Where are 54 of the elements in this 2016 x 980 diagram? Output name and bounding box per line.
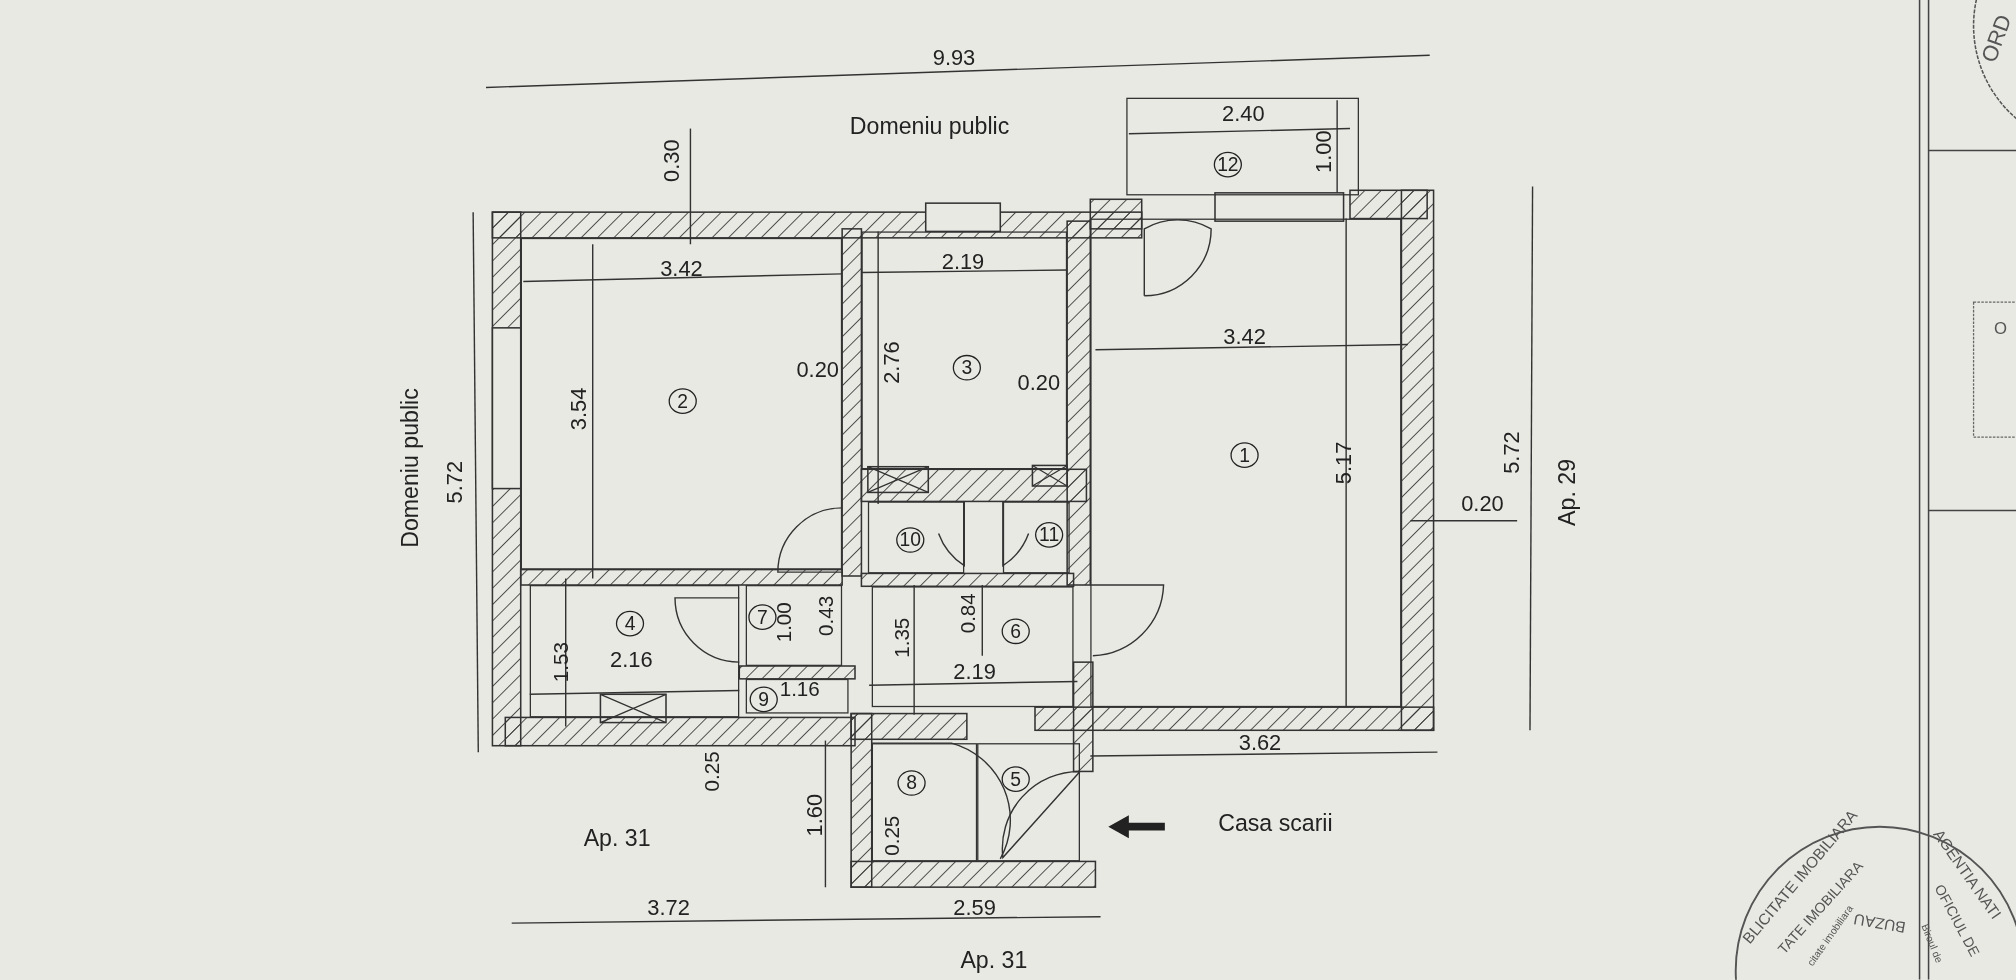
- room-number: 5: [1001, 766, 1030, 792]
- room-number: 2: [668, 388, 697, 414]
- area-label: Domeniu public: [398, 388, 422, 548]
- dimension-value: 3.72: [647, 896, 690, 919]
- dimension-value: 2.76: [881, 341, 904, 384]
- dimension-value: 0.20: [796, 359, 839, 382]
- dimension-value: 9.93: [932, 46, 976, 69]
- room-number: 1: [1230, 442, 1259, 468]
- dimension-value: 0.25: [702, 751, 723, 792]
- dimension-value: 1.00: [1313, 130, 1336, 173]
- stamp-text: O: [1994, 319, 2008, 337]
- area-label: Ap. 29: [1555, 458, 1579, 526]
- area-label: Ap. 31: [960, 948, 1028, 972]
- area-label: Casa scarii: [1218, 811, 1333, 835]
- dimension-value: 2.59: [953, 896, 996, 919]
- dimension-value: 0.20: [1017, 372, 1061, 395]
- dimension-value: 3.42: [1223, 325, 1266, 348]
- area-label: Domeniu public: [849, 114, 1010, 138]
- room-number: 8: [897, 770, 926, 796]
- room-outline: [861, 231, 1068, 470]
- dimension-value: 5.72: [1501, 431, 1523, 474]
- dimension-value: 0.30: [661, 139, 684, 182]
- room-outline: [745, 678, 849, 714]
- dimension-value: 2.16: [610, 648, 653, 671]
- room-outline: [1126, 97, 1359, 196]
- dimension-value: 1.35: [892, 617, 913, 658]
- dimension-value: 0.20: [1461, 493, 1504, 515]
- room-outline: [520, 237, 843, 570]
- room-outline: [529, 585, 740, 718]
- dimension-value: 1.53: [551, 642, 573, 683]
- dimension-value: 0.84: [957, 593, 979, 634]
- dimension-value: 1.00: [774, 602, 795, 643]
- room-number: 11: [1035, 522, 1064, 548]
- dimension-value: 5.72: [444, 460, 467, 504]
- stamp-text: Biroul de: [1918, 922, 1944, 965]
- dimension-value: 2.19: [953, 661, 996, 684]
- stamp-text: ORD: [1978, 12, 2016, 66]
- dimension-value: 3.54: [567, 387, 590, 431]
- dimension-value: 1.60: [804, 793, 827, 837]
- dimension-value: 0.43: [816, 595, 837, 636]
- dimension-value: 1.16: [779, 678, 820, 700]
- dimension-value: 3.62: [1238, 732, 1282, 755]
- dimension-value: 3.42: [660, 257, 703, 280]
- room-outline: [867, 501, 965, 574]
- dimension-value: 2.40: [1222, 103, 1265, 126]
- dimension-value: 5.17: [1332, 441, 1355, 485]
- dimension-value: 0.25: [882, 815, 903, 856]
- room-number: 9: [749, 686, 778, 713]
- room-outline: [871, 586, 1074, 708]
- room-outline: [745, 585, 843, 666]
- room-outline: [871, 743, 978, 862]
- dimension-value: 2.19: [941, 251, 985, 274]
- area-label: Ap. 31: [583, 826, 651, 850]
- room-number: 12: [1213, 151, 1242, 178]
